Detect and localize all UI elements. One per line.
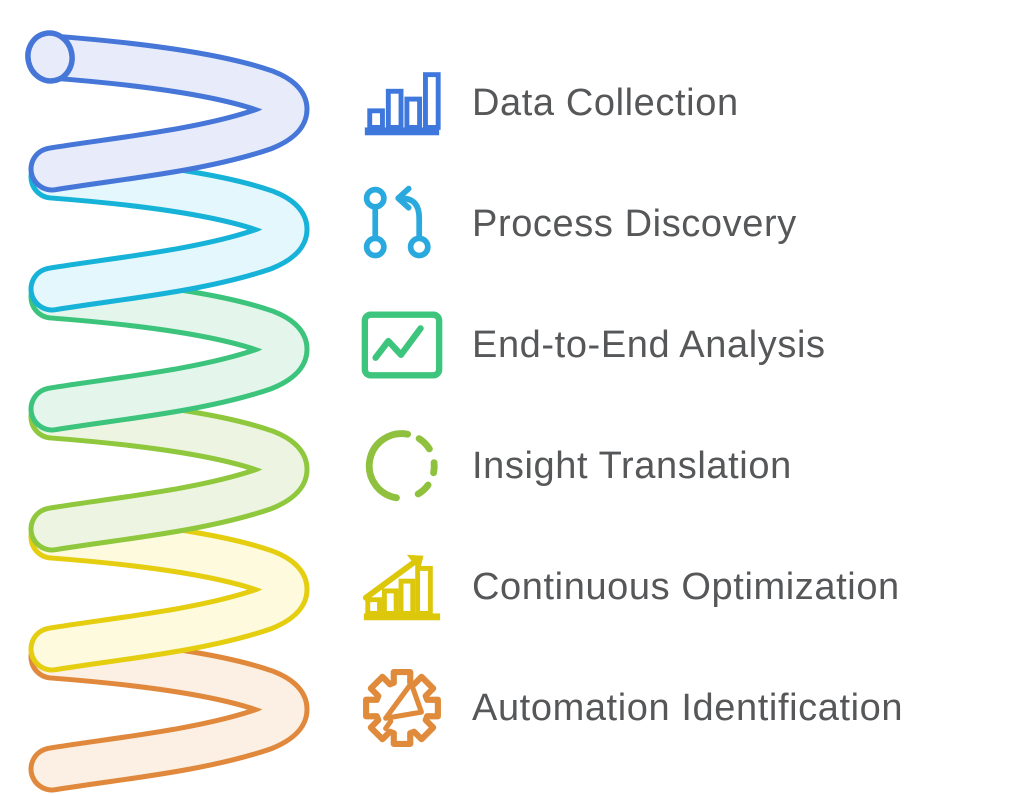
growth-arrow-icon <box>356 541 448 633</box>
step-label: Insight Translation <box>472 444 792 487</box>
line-chart-icon <box>356 299 448 391</box>
spiral-coil-graphic <box>25 30 310 793</box>
list-item-insight-translation: Insight Translation <box>356 405 903 526</box>
dashed-circle-icon <box>356 420 448 512</box>
list-item-automation-identification: Automation Identification <box>356 647 903 768</box>
list-item-data-collection: Data Collection <box>356 42 903 163</box>
list-item-end-to-end-analysis: End-to-End Analysis <box>356 284 903 405</box>
step-label: Process Discovery <box>472 202 797 245</box>
bar-chart-icon <box>356 57 448 149</box>
process-steps-list: Data Collection Process Discovery <box>356 42 903 768</box>
list-item-process-discovery: Process Discovery <box>356 163 903 284</box>
step-label: Continuous Optimization <box>472 565 900 608</box>
step-label: Automation Identification <box>472 686 904 729</box>
git-branch-icon <box>356 178 448 270</box>
step-label: End-to-End Analysis <box>472 323 826 366</box>
step-label: Data Collection <box>472 81 739 124</box>
gear-icon <box>356 662 448 754</box>
list-item-continuous-optimization: Continuous Optimization <box>356 526 903 647</box>
